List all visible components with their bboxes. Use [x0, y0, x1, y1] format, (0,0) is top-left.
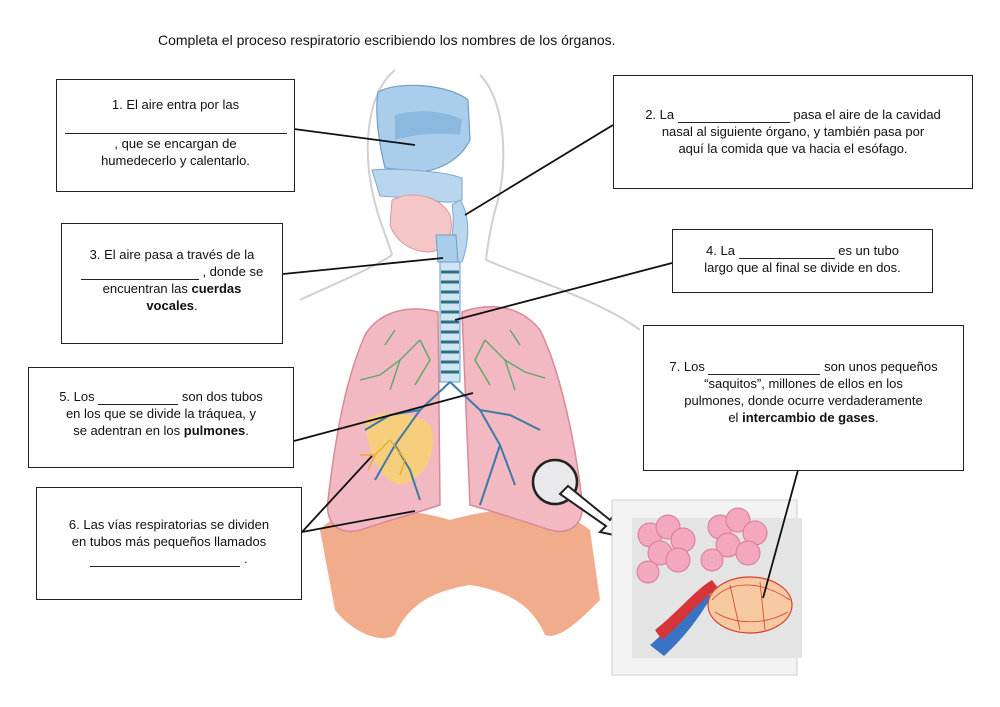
page-title: Completa el proceso respiratorio escribi… — [158, 32, 616, 48]
box1-line2: , que se encargan de — [114, 135, 237, 151]
box3-line1: 3. El aire pasa a través de la — [89, 247, 255, 262]
answer-input-2[interactable] — [677, 107, 790, 123]
box5-line3pre: se adentran en los — [73, 423, 181, 438]
box3-bold2: vocales — [146, 298, 195, 313]
box7-line4pre: el — [728, 410, 739, 425]
box4-line2: largo que al final se divide en dos. — [704, 260, 901, 275]
head-airways — [371, 84, 471, 263]
yellow-bronchioles — [360, 439, 406, 476]
question-box-7: 7. Los son unos pequeños “saquitos”, mil… — [643, 325, 964, 471]
box5-line2: en los que se divide la tráquea, y — [65, 406, 257, 421]
box5-line1: 5. Los son dos tubos — [35, 388, 287, 405]
answer-input-3[interactable] — [80, 264, 199, 280]
answer-input-1[interactable] — [64, 119, 287, 134]
alveoli-inset — [611, 499, 802, 676]
box7-bold: intercambio de gases — [742, 410, 876, 425]
box4-post: es un tubo — [838, 243, 899, 258]
question-box-3: 3. El aire pasa a través de la , donde s… — [61, 223, 283, 344]
green-bronchioles — [359, 329, 546, 391]
box5-post: son dos tubos — [181, 389, 263, 404]
box7-line4: el intercambio de gases. — [650, 409, 957, 426]
box3-line3pre: encuentran las — [102, 281, 188, 296]
question-box-1: 1. El aire entra por las , que se encarg… — [56, 79, 295, 192]
box5-bold: pulmones — [183, 423, 246, 438]
box6-period: . — [244, 551, 248, 566]
leader-lines — [282, 124, 799, 599]
answer-input-7[interactable] — [708, 359, 821, 375]
box7-line2: “saquitos”, millones de ellos en los — [704, 376, 903, 391]
box2-line2: nasal al siguiente órgano, y también pas… — [661, 124, 925, 139]
question-box-5: 5. Los son dos tubos en los que se divid… — [28, 367, 294, 468]
box7-period: . — [875, 410, 879, 425]
box5-pre: 5. Los — [59, 389, 95, 404]
box2-line3: aquí la comida que va hacia el esófago. — [678, 141, 908, 156]
box6-line1: 6. Las vías respiratorias se dividen — [68, 517, 270, 532]
box7-line1: 7. Los son unos pequeños — [650, 358, 957, 375]
box5-period: . — [245, 423, 249, 438]
box2-line1: 2. La pasa el aire de la cavidad — [620, 106, 966, 123]
box4-pre: 4. La — [706, 243, 735, 258]
box4-line1: 4. La es un tubo — [679, 242, 926, 259]
box3-post: , donde se — [202, 264, 264, 279]
box3-line3: encuentran las cuerdas — [68, 280, 276, 297]
box7-line3: pulmones, donde ocurre verdaderamente — [684, 393, 923, 408]
box1-line3: humedecerlo y calentarlo. — [101, 152, 250, 168]
box7-pre: 7. Los — [669, 359, 705, 374]
answer-input-6[interactable] — [90, 551, 241, 567]
answer-input-4[interactable] — [738, 243, 835, 259]
diaphragm — [320, 509, 600, 639]
box5-line3: se adentran en los pulmones. — [35, 422, 287, 439]
box1-line1: 1. El aire entra por las — [111, 97, 240, 112]
box3-period: . — [194, 298, 198, 313]
box3-bold1: cuerdas — [191, 281, 242, 296]
question-box-6: 6. Las vías respiratorias se dividen en … — [36, 487, 302, 600]
box6-line2: en tubos más pequeños llamados — [71, 534, 267, 549]
box3-line4: vocales. — [68, 297, 276, 314]
question-box-2: 2. La pasa el aire de la cavidad nasal a… — [613, 75, 973, 189]
box3-line2: , donde se — [68, 263, 276, 280]
answer-input-5[interactable] — [98, 389, 179, 405]
box6-line3: . — [43, 550, 295, 567]
question-box-4: 4. La es un tubo largo que al final se d… — [672, 229, 933, 293]
box2-post: pasa el aire de la cavidad — [793, 107, 941, 122]
box2-pre: 2. La — [645, 107, 675, 122]
box7-post: son unos pequeños — [824, 359, 938, 374]
trachea — [439, 261, 461, 383]
body-outline — [299, 69, 641, 331]
